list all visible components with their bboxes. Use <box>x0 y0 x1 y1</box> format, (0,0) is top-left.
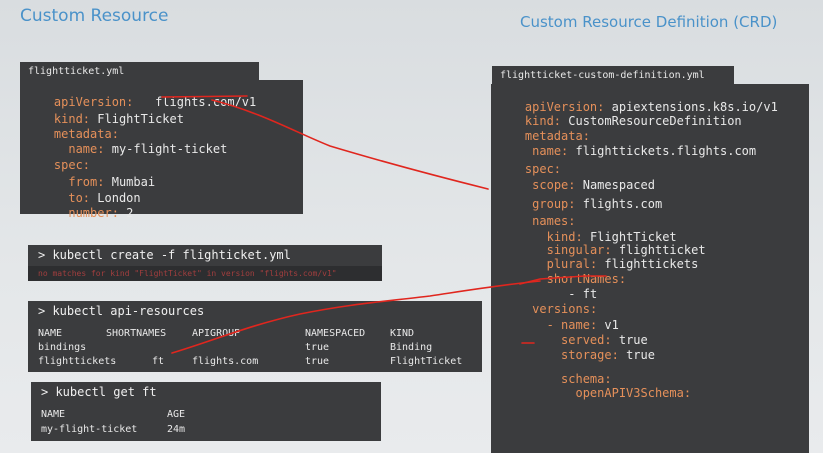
api-row-1-kind: Binding <box>390 342 433 353</box>
crd-line-shortname-ft: - ft <box>568 287 598 301</box>
crd-line-name: name: flighttickets.flights.com <box>532 144 757 158</box>
yml-line-metadata: metadata: <box>53 127 119 141</box>
crd-line-served: served: true <box>561 333 648 347</box>
yml-line-from: from: Mumbai <box>68 175 156 189</box>
create-error-bar: no matches for kind "FlightTicket" in ve… <box>28 266 382 281</box>
crd-line-version-name: - name: v1 <box>546 318 619 332</box>
crd-line-kind: kind: CustomResourceDefinition <box>524 114 742 128</box>
api-resources-command-bar[interactable]: > kubectl api-resources <box>28 301 482 322</box>
get-row-age: 24m <box>167 424 186 435</box>
yml-line-spec: spec: <box>53 158 91 172</box>
api-row-2-shortnames: ft <box>152 356 165 367</box>
get-row-name: my-flight-ticket <box>41 424 138 435</box>
crd-line-openapi: openAPIV3Schema: <box>575 386 692 400</box>
crd-yml-tab[interactable]: flightticket-custom-definition.yml <box>492 66 734 85</box>
yml-line-name: name: my-flight-ticket <box>68 142 228 156</box>
crd-line-scope: scope: Namespaced <box>532 178 655 192</box>
crd-heading: Custom Resource Definition (CRD) <box>520 13 778 31</box>
crd-line-names: names: <box>532 214 576 228</box>
custom-resource-heading: Custom Resource <box>20 6 169 26</box>
flightticket-yml-panel: apiVersion: flights.com/v1 kind: FlightT… <box>20 80 303 220</box>
api-header-namespaced: NAMESPACED <box>305 328 366 339</box>
crd-line-schema: schema: <box>561 372 612 386</box>
crd-line-spec: spec: <box>524 162 562 176</box>
api-row-2-kind: FlightTicket <box>390 356 463 367</box>
get-header-name: NAME <box>41 409 66 420</box>
crd-line-storage: storage: true <box>561 348 655 362</box>
create-error-text: no matches for kind "FlightTicket" in ve… <box>38 269 337 278</box>
api-header-kind: KIND <box>390 328 415 339</box>
get-ft-command-bar[interactable]: > kubectl get ft <box>31 382 381 403</box>
yml-line-kind: kind: FlightTicket <box>53 112 184 126</box>
flightticket-yml-tab[interactable]: flightticket.yml <box>20 62 259 81</box>
yml-line-to: to: London <box>68 191 141 205</box>
crd-line-names-kind: kind: FlightTicket <box>546 230 677 244</box>
api-header-apigroup: APIGROUP <box>192 328 241 339</box>
api-resources-table: NAME SHORTNAMES APIGROUP NAMESPACED KIND… <box>28 322 482 372</box>
api-row-2-apigroup: flights.com <box>192 356 259 367</box>
get-ft-table: NAME AGE my-flight-ticket 24m <box>31 403 381 441</box>
get-header-age: AGE <box>167 409 186 420</box>
api-row-1-name: bindings <box>38 342 87 353</box>
yml-line-number: number: 2 <box>68 206 134 220</box>
crd-line-apiversion: apiVersion: apiextensions.k8s.io/v1 <box>524 100 778 114</box>
api-row-2-name: flighttickets <box>38 356 117 367</box>
crd-line-plural: plural: flighttickets <box>546 257 699 271</box>
crd-yml-panel: apiVersion: apiextensions.k8s.io/v1 kind… <box>491 84 809 453</box>
api-header-shortnames: SHORTNAMES <box>106 328 167 339</box>
crd-line-versions: versions: <box>532 302 598 316</box>
crd-line-group: group: flights.com <box>532 197 663 211</box>
api-header-name: NAME <box>38 328 63 339</box>
crd-line-singular: singular: flightticket <box>546 243 706 257</box>
create-command-bar[interactable]: > kubectl create -f flighticket.yml <box>28 245 382 266</box>
api-row-2-namespaced: true <box>305 356 330 367</box>
crd-line-metadata: metadata: <box>524 129 590 143</box>
api-row-1-namespaced: true <box>305 342 330 353</box>
